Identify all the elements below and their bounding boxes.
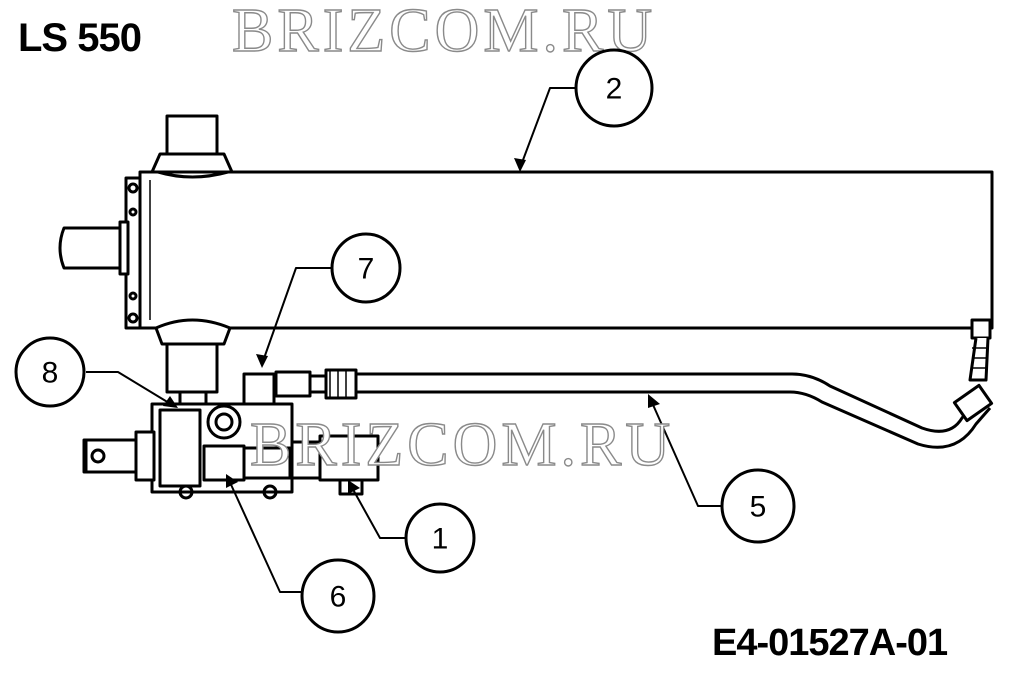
hose-fittings bbox=[274, 368, 358, 400]
drawing-code: E4-01527A-01 bbox=[712, 622, 948, 664]
callout-2: 2 bbox=[574, 48, 654, 128]
callout-8-label: 8 bbox=[42, 357, 59, 390]
top-port-fitting bbox=[150, 114, 234, 179]
hydraulic-hose bbox=[355, 372, 994, 449]
callout-6: 6 bbox=[300, 558, 376, 634]
leader-arrowheads bbox=[163, 158, 660, 494]
callout-1: 1 bbox=[404, 502, 476, 574]
watermark-middle: BRIZCOM.RU bbox=[249, 410, 675, 479]
leader-lines bbox=[86, 87, 722, 593]
control-valve bbox=[150, 372, 380, 500]
callout-7-label: 7 bbox=[358, 253, 375, 286]
valve-clevis bbox=[82, 430, 156, 482]
callout-5: 5 bbox=[720, 468, 796, 544]
right-end-fitting bbox=[968, 318, 992, 382]
callout-5-label: 5 bbox=[750, 491, 767, 524]
callout-6-label: 6 bbox=[330, 581, 347, 614]
watermark-top: BRIZCOM.RU bbox=[231, 0, 657, 66]
left-pipe-stub bbox=[58, 220, 130, 276]
model-title: LS 550 bbox=[18, 16, 142, 60]
callout-2-label: 2 bbox=[606, 73, 623, 106]
cylinder-body bbox=[124, 170, 994, 330]
callout-8: 8 bbox=[14, 336, 86, 408]
callout-1-label: 1 bbox=[432, 523, 449, 556]
bottom-port-fitting bbox=[154, 318, 232, 408]
callout-7: 7 bbox=[330, 232, 402, 304]
